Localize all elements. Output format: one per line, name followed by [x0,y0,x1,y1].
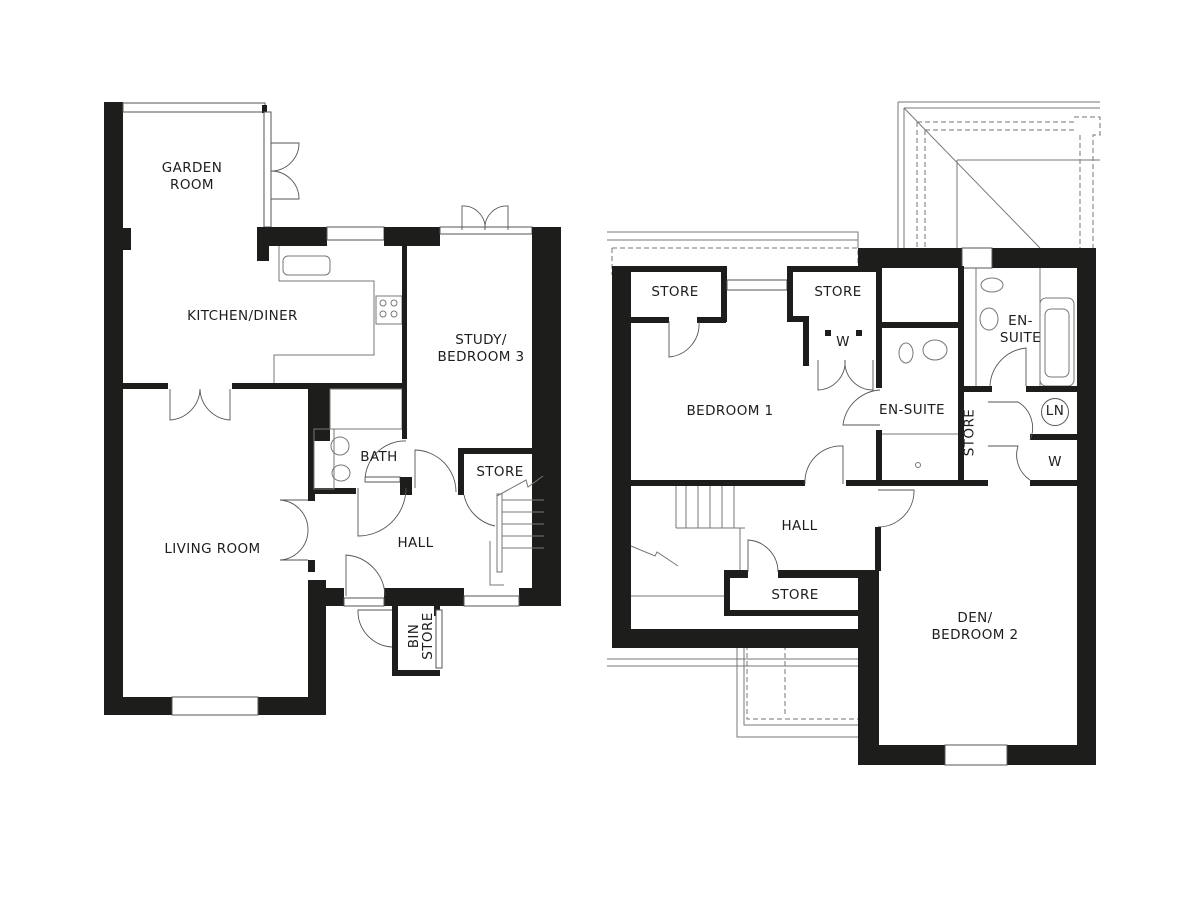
room-label-wardrobe-2: W [1048,454,1062,470]
first-floor-plan [607,101,1101,766]
room-label-en-suite-2: EN- SUITE [999,313,1042,346]
room-label-store: STORE [476,464,524,480]
room-label-hall: HALL [397,535,434,551]
room-label-living-room: LIVING ROOM [164,541,261,557]
room-label-en-suite-1: EN-SUITE [879,402,945,418]
room-label-garden-room: GARDEN ROOM [161,160,223,193]
room-label-store-lower: STORE [771,587,819,603]
room-label-store-mid: STORE [814,284,862,300]
linen-cupboard-circle [1041,398,1069,426]
room-label-hall-first: HALL [781,518,818,534]
room-label-den-bedroom-2: DEN/ BEDROOM 2 [931,610,1019,643]
room-label-wardrobe: W [836,334,850,350]
room-label-linen: LN [1045,403,1065,419]
room-label-bin-store: BIN STORE [406,612,436,660]
room-label-study-bedroom-3: STUDY/ BEDROOM 3 [437,332,525,365]
room-label-bath: BATH [360,449,398,465]
ground-floor-plan [104,102,561,716]
room-label-store-left: STORE [651,284,699,300]
room-label-store-vertical: STORE [961,408,978,457]
room-label-bedroom-1: BEDROOM 1 [686,403,774,419]
room-label-kitchen-diner: KITCHEN/DINER [187,308,298,324]
